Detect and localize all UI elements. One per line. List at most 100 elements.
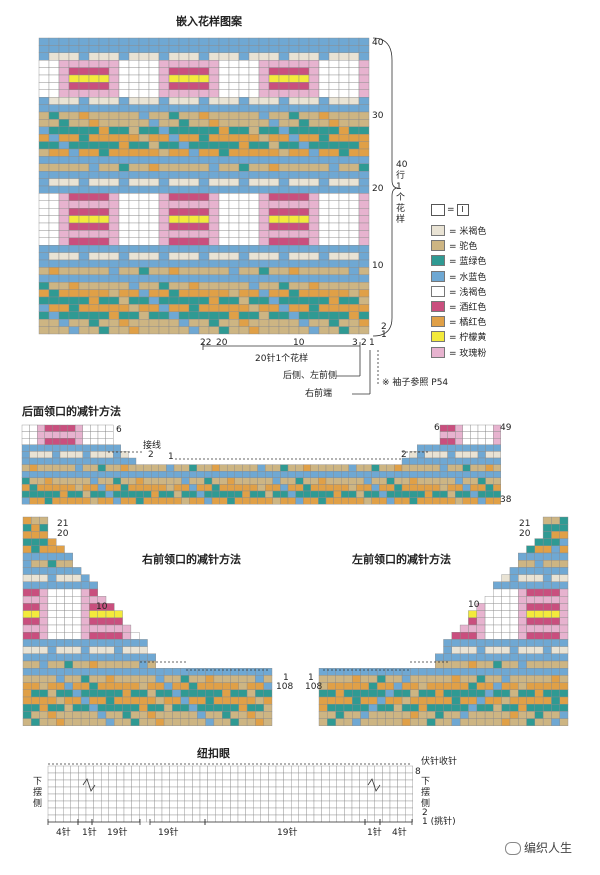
grid-cell — [248, 126, 260, 135]
grid-cell — [327, 711, 336, 719]
grid-cell — [93, 765, 102, 774]
grid-cell — [397, 772, 406, 781]
grid-cell — [278, 282, 290, 290]
grid-cell — [358, 193, 370, 201]
grid-cell — [218, 148, 230, 157]
grid-cell — [306, 807, 315, 816]
grid-cell — [130, 696, 140, 705]
grid-cell — [138, 111, 150, 120]
bind-off-label: 伏针收针 — [421, 757, 458, 767]
annotation-lines — [47, 37, 450, 825]
grid-cell — [308, 141, 320, 150]
grid-cell — [238, 178, 250, 187]
legend-item: = 水蓝色 — [431, 270, 486, 283]
width-1-right: 1针 — [367, 828, 382, 838]
legend-swatch — [431, 331, 445, 343]
grid-cell — [228, 104, 240, 113]
grid-cell — [131, 814, 140, 823]
grid-cell — [198, 282, 210, 290]
grid-cell — [318, 45, 330, 54]
grid-cell — [462, 431, 471, 439]
grid-cell — [80, 653, 90, 662]
grid-cell — [120, 484, 129, 492]
grid-cell — [288, 141, 300, 150]
grid-cell — [394, 484, 403, 492]
right-front-label: 右前端 — [305, 389, 333, 399]
row-label-20: 20 — [372, 184, 384, 194]
grid-cell — [358, 259, 370, 268]
grid-cell — [147, 682, 157, 690]
grid-cell — [238, 200, 250, 209]
grid-cell — [328, 96, 340, 105]
grid-cell — [501, 624, 511, 633]
grid-cell — [198, 126, 210, 135]
grid-cell — [67, 444, 76, 452]
grid-cell — [526, 675, 536, 683]
grid-cell — [108, 786, 117, 795]
grid-cell — [418, 711, 428, 719]
grid-cell — [358, 296, 370, 305]
grid-cell — [38, 311, 50, 320]
grid-cell — [424, 451, 433, 459]
grid-cell — [78, 148, 90, 157]
grid-cell — [188, 215, 200, 224]
grid-cell — [22, 531, 32, 539]
grid-cell — [158, 215, 170, 224]
grid-cell — [493, 718, 502, 726]
grid-cell — [288, 126, 300, 135]
grid-cell — [367, 786, 376, 795]
grid-cell — [118, 96, 130, 105]
grid-cell — [198, 259, 210, 268]
grid-cell — [47, 660, 57, 669]
grid-cell — [246, 689, 256, 698]
grid-cell — [58, 252, 70, 261]
grid-cell — [172, 711, 181, 719]
grid-cell — [48, 178, 60, 187]
grid-cell — [393, 668, 403, 676]
grid-cell — [44, 438, 53, 446]
grid-cell — [405, 793, 414, 802]
watermark: 编织人生 — [505, 842, 572, 855]
grid-cell — [258, 67, 270, 76]
grid-cell — [82, 471, 91, 479]
grid-cell — [439, 477, 448, 485]
grid-cell — [518, 682, 527, 690]
grid-cell — [85, 800, 94, 809]
grid-cell — [93, 793, 102, 802]
grid-cell — [455, 477, 464, 485]
grid-cell — [169, 765, 178, 774]
grid-cell — [291, 765, 300, 774]
grid-cell — [68, 230, 80, 238]
grid-cell — [268, 104, 280, 113]
grid-cell — [204, 490, 213, 498]
grid-cell — [374, 807, 383, 816]
grid-cell — [128, 170, 140, 179]
grid-cell — [242, 464, 251, 472]
grid-cell — [468, 617, 477, 626]
grid-cell — [405, 786, 414, 795]
grid-cell — [31, 610, 40, 618]
grid-cell — [128, 311, 140, 320]
grid-cell — [252, 814, 261, 823]
grid-cell — [238, 193, 250, 201]
grid-cell — [230, 704, 240, 712]
grid-cell — [278, 259, 290, 268]
grid-cell — [128, 148, 140, 157]
grid-cell — [265, 484, 274, 492]
grid-cell — [306, 814, 315, 823]
grid-cell — [78, 207, 90, 216]
grid-cell — [98, 326, 110, 335]
grid-cell — [559, 610, 569, 618]
grid-cell — [147, 711, 157, 719]
grid-cell — [248, 82, 260, 91]
grid-cell — [138, 675, 148, 683]
grid-cell — [534, 653, 544, 662]
grid-cell — [138, 282, 150, 290]
grid-cell — [295, 490, 304, 498]
grid-cell — [336, 772, 345, 781]
grid-cell — [120, 477, 129, 485]
grid-cell — [359, 779, 368, 788]
grid-cell — [98, 267, 110, 275]
grid-cell — [534, 567, 544, 575]
grid-cell — [308, 200, 320, 209]
